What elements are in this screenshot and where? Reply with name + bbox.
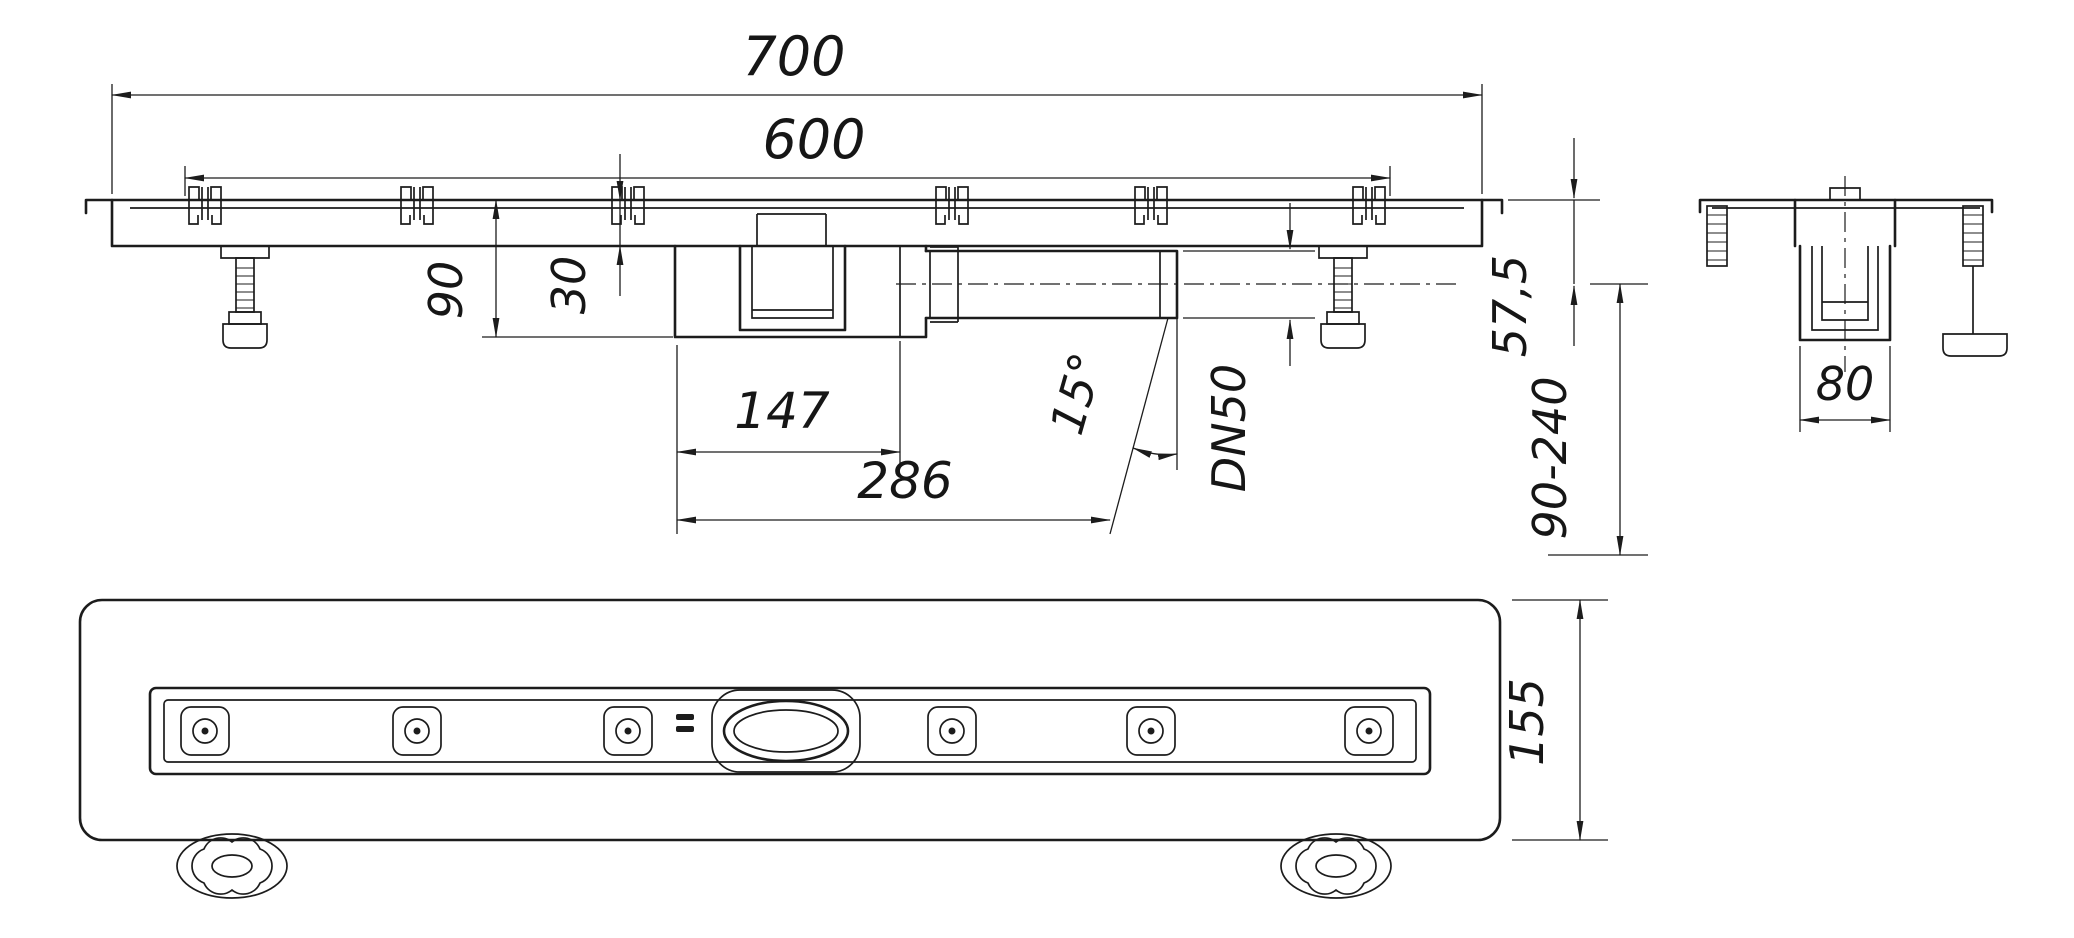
channel-clip (611, 186, 645, 225)
dim-147-extension (676, 341, 901, 534)
plan-view: 155 (78, 598, 1608, 899)
dim-700-extension (111, 84, 1483, 194)
dim-30-label: 30 (542, 256, 596, 315)
drain-funnel (756, 213, 827, 246)
drain-sump-inner (751, 246, 834, 319)
dim-80-label: 80 (1816, 357, 1875, 411)
drain-opening-inner (733, 709, 839, 753)
foot-pad-left (176, 833, 288, 899)
adjustable-foot-right (1318, 245, 1368, 349)
dim-15deg-label: 15° (1039, 347, 1113, 440)
side-rod-left-thread (1707, 214, 1727, 261)
drain-sump (738, 244, 847, 332)
dim-90-label: 90 (419, 261, 473, 320)
dim-dn50-extension (1183, 250, 1315, 319)
plan-outer-body (78, 598, 1502, 842)
angle-arc (1132, 447, 1178, 461)
front-view (84, 186, 1504, 349)
channel-clip (1134, 186, 1168, 225)
plan-grate-frame (148, 686, 1432, 776)
lock-mark-bottom (676, 726, 694, 732)
channel-clip (188, 186, 222, 225)
channel-clip (935, 186, 969, 225)
channel-clip (1352, 186, 1386, 225)
grate-clip (927, 706, 977, 756)
dim-600-label: 600 (762, 108, 865, 171)
grate-clip (1344, 706, 1394, 756)
angle-inclined-line (1109, 317, 1169, 535)
drain-opening (722, 699, 850, 763)
grate-clip (603, 706, 653, 756)
side-foot-plate (1942, 333, 2008, 357)
channel-clip (400, 186, 434, 225)
dim-700-label: 700 (742, 25, 845, 88)
dim-155-label: 155 (1500, 678, 1554, 766)
grate-clip (180, 706, 230, 756)
foot-pad-right (1280, 833, 1392, 899)
dim-90240-label: 90-240 (1523, 377, 1577, 540)
dim-147-label: 147 (734, 382, 830, 440)
grate-clip (1126, 706, 1176, 756)
side-channel-walls (1793, 198, 1897, 248)
lock-mark-top (676, 714, 694, 720)
side-rod-right-thread (1963, 214, 1983, 261)
dim-575-label: 57,5 (1483, 255, 1537, 357)
drain-trap-body (673, 244, 928, 339)
drain-opening-frame (711, 689, 861, 773)
grate-clip (392, 706, 442, 756)
dimensions-front: 700 600 90 30 147 286 15° DN50 (111, 25, 1648, 556)
dim-155-extension (1512, 599, 1608, 841)
adjustable-foot-left (220, 245, 270, 349)
side-view: 80 (1698, 176, 2008, 432)
channel-flange (84, 198, 1504, 215)
dim-dn50-label: DN50 (1202, 364, 1256, 492)
side-flange (1698, 198, 1994, 214)
dim-286-label: 286 (857, 452, 952, 510)
side-rod-left (1706, 205, 1728, 267)
channel-body (110, 198, 1484, 248)
